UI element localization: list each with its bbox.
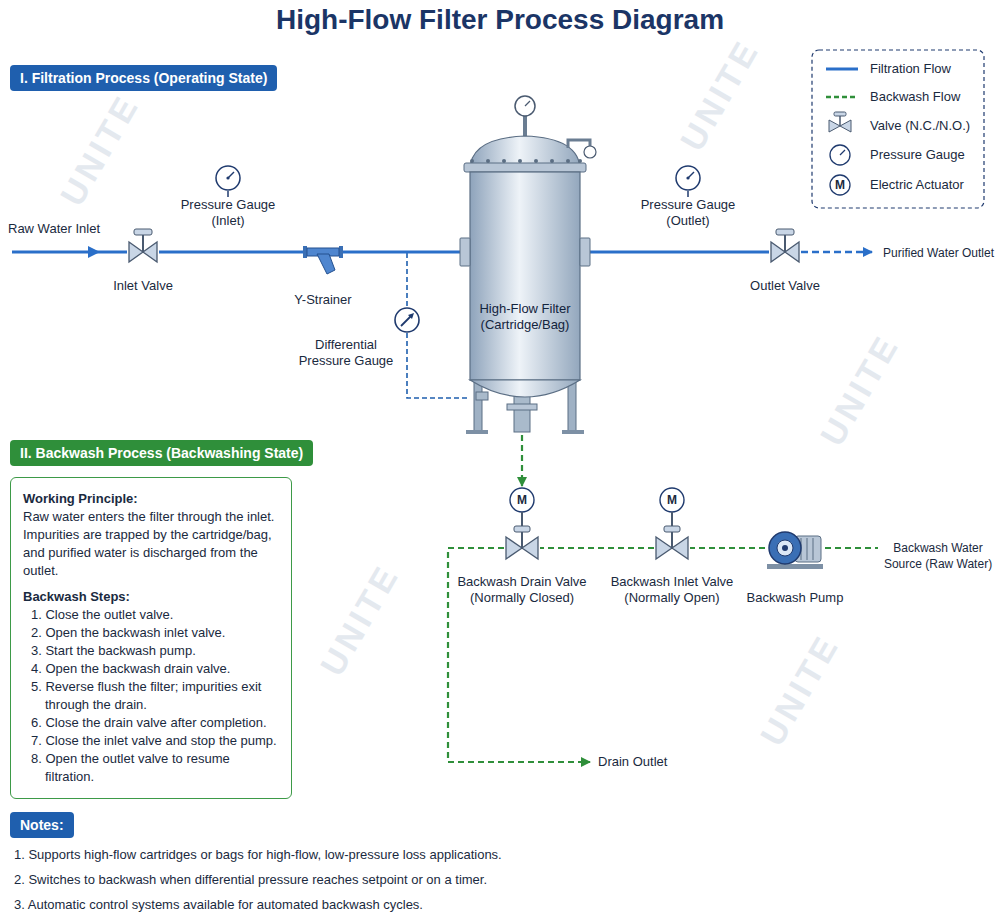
raw-water-pipe bbox=[12, 251, 127, 254]
equipment-label: Pressure Gauge (Inlet) bbox=[172, 197, 284, 229]
watermark: UNITE bbox=[313, 557, 408, 682]
equipment-symbol: Inlet Valve bbox=[127, 226, 159, 266]
equipment-label: Backwash Drain Valve (Normally Closed) bbox=[447, 574, 597, 606]
legend-actuator-icon bbox=[830, 175, 850, 195]
principle-text: 4. Open the backwash drain valve. bbox=[23, 660, 279, 678]
principle-box: Working Principle:Raw water enters the f… bbox=[10, 477, 292, 799]
gauge-icon bbox=[675, 165, 701, 191]
band-text: I. Filtration Process (Operating State) bbox=[20, 70, 267, 86]
valve-icon bbox=[127, 226, 159, 266]
strainer-icon bbox=[303, 240, 343, 276]
watermark: UNITE bbox=[753, 627, 848, 752]
note-text: 2. Switches to backwash when differentia… bbox=[14, 872, 487, 888]
filter-label: High-Flow Filter (Cartridge/Bag) bbox=[471, 301, 579, 333]
note-text: 3. Automatic control systems available f… bbox=[14, 897, 423, 913]
backwash-source-pipe bbox=[825, 547, 878, 549]
legend-dashed-line bbox=[826, 96, 858, 99]
legend-gauge-icon bbox=[830, 145, 850, 165]
principle-text: Raw water enters the filter through the … bbox=[23, 508, 279, 580]
principle-text: Working Principle: bbox=[23, 490, 279, 508]
legend-text: Valve (N.C./N.O.) bbox=[870, 118, 970, 134]
equipment-label: Backwash Pump bbox=[735, 590, 855, 606]
watermark: UNITE bbox=[53, 87, 148, 212]
actuator-letter: M bbox=[835, 177, 845, 193]
equipment-label: Backwash Inlet Valve (Normally Open) bbox=[597, 574, 747, 606]
watermark: UNITE bbox=[673, 32, 768, 157]
dgauge-icon bbox=[394, 307, 420, 333]
legend-frame bbox=[812, 50, 984, 208]
note-text: 1. Supports high-flow cartridges or bags… bbox=[14, 847, 502, 863]
pump-icon bbox=[765, 526, 825, 570]
section-band: I. Filtration Process (Operating State) bbox=[10, 65, 277, 91]
equipment-symbol: Pressure Gauge (Inlet) bbox=[215, 165, 241, 191]
equipment-label: Differential Pressure Gauge bbox=[296, 337, 396, 369]
equipment-label: Pressure Gauge (Outlet) bbox=[632, 197, 744, 229]
principle-text: 8. Open the outlet valve to resume filtr… bbox=[23, 750, 279, 786]
band-text: II. Backwash Process (Backwashing State) bbox=[20, 445, 303, 461]
legend-text: Filtration Flow bbox=[870, 61, 951, 77]
equipment-symbol: Backwash Pump bbox=[765, 526, 825, 570]
outlet-pipe bbox=[801, 251, 872, 254]
equipment-label: Inlet Valve bbox=[88, 278, 198, 294]
principle-text: 3. Start the backwash pump. bbox=[23, 642, 279, 660]
principle-text: 2. Open the backwash inlet valve. bbox=[23, 624, 279, 642]
inlet-terminal: Raw Water Inlet bbox=[8, 221, 100, 237]
actuator-letter: M bbox=[517, 492, 527, 508]
equipment-label: Y-Strainer bbox=[273, 292, 373, 308]
legend-text: Electric Actuator bbox=[870, 177, 964, 193]
backwash-pipe bbox=[540, 547, 654, 549]
principle-text: Backwash Steps: bbox=[23, 588, 279, 606]
watermark: UNITE bbox=[813, 327, 908, 452]
section-band: Notes: bbox=[10, 812, 74, 838]
outlet-terminal: Purified Water Outlet bbox=[883, 245, 994, 261]
legend-text: Pressure Gauge bbox=[870, 147, 965, 163]
section-band: II. Backwash Process (Backwashing State) bbox=[10, 440, 313, 466]
equipment-symbol: Differential Pressure Gauge bbox=[394, 307, 420, 333]
filtration-pipe bbox=[343, 251, 470, 254]
legend-text: Backwash Flow bbox=[870, 89, 960, 105]
principle-text: 6. Close the drain valve after completio… bbox=[23, 714, 279, 732]
filtration-pipe bbox=[159, 251, 303, 254]
filtration-pipe bbox=[407, 333, 470, 398]
gauge-icon bbox=[215, 165, 241, 191]
equipment-symbol: Outlet Valve bbox=[769, 226, 801, 266]
filtration-pipe bbox=[580, 251, 769, 254]
principle-text: 5. Reverse flush the filter; impurities … bbox=[23, 678, 279, 714]
principle-text: 7. Close the inlet valve and stop the pu… bbox=[23, 732, 279, 750]
raw-water-arrow bbox=[88, 246, 100, 258]
diagram-title: High-Flow Filter Process Diagram bbox=[0, 4, 1000, 36]
band-text: Notes: bbox=[20, 817, 64, 833]
principle-text: 1. Close the outlet valve. bbox=[23, 606, 279, 624]
actuator-letter: M bbox=[667, 492, 677, 508]
equipment-label: Outlet Valve bbox=[730, 278, 840, 294]
equipment-symbol: Y-Strainer bbox=[303, 240, 343, 276]
gauge-stem bbox=[227, 191, 229, 197]
legend-valve-icon bbox=[829, 112, 851, 132]
filter-vessel-node: High-Flow Filter (Cartridge/Bag) bbox=[470, 135, 580, 405]
legend-solid-line bbox=[826, 68, 858, 71]
drain-terminal: Drain Outlet bbox=[598, 754, 667, 770]
gauge-stem bbox=[687, 191, 689, 197]
equipment-symbol: Pressure Gauge (Outlet) bbox=[675, 165, 701, 191]
valve-icon bbox=[769, 226, 801, 266]
backwash-pipe bbox=[690, 547, 765, 549]
source-terminal: Backwash Water Source (Raw Water) bbox=[882, 540, 994, 572]
dp-impulse-line bbox=[406, 253, 408, 307]
